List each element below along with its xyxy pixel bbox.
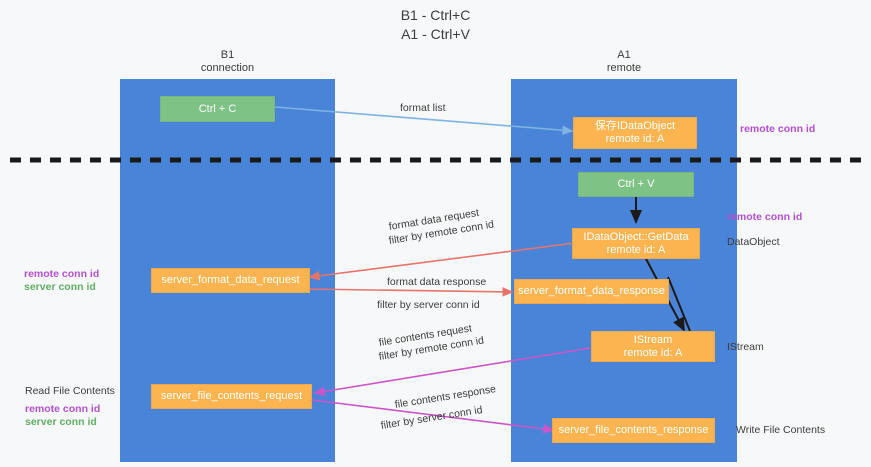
node-istream[interactable]: IStream remote id: A (591, 331, 715, 362)
edge-label-format-data-response-filter: filter by server conn id (377, 299, 480, 312)
annotation-right-write-file-contents: Write File Contents (736, 424, 826, 436)
node-server-format-data-request[interactable]: server_format_data_request (151, 268, 310, 293)
annotation-left-server-conn-id-2: server conn id (25, 416, 97, 428)
edge-format-data-response (304, 287, 514, 297)
filter-by-text-4: filter by (379, 414, 419, 432)
edge-label-format-data-response: format data response (387, 276, 487, 288)
node-ctrl-v[interactable]: Ctrl + V (578, 172, 694, 197)
swimlane-b1-header: B1 connection (200, 49, 255, 74)
annotation-left-remote-conn-id-2: remote conn id (25, 403, 101, 415)
node-server-file-contents-response-label: server_file_contents_response (558, 424, 709, 436)
node-server-file-contents-request[interactable]: server_file_contents_request (151, 384, 312, 409)
filter-key-server-conn-id-2: server conn id (416, 404, 484, 427)
node-ctrl-c[interactable]: Ctrl + C (160, 96, 275, 122)
node-server-format-data-response-label: server_format_data_response (518, 285, 665, 297)
filter-key-server-conn-id-1: server conn id (413, 299, 480, 311)
annotation-left-server-conn-id-1: server conn id (24, 281, 96, 293)
node-istream-line1: IStream (633, 333, 673, 346)
node-server-format-data-response[interactable]: server_format_data_response (514, 279, 669, 304)
node-getdata-line1: IDataObject::GetData (583, 230, 689, 243)
swimlane-a1-header: A1 remote (606, 49, 642, 74)
annotation-right-remote-conn-id-mid: remote conn id (727, 211, 803, 223)
node-ctrl-v-label: Ctrl + V (617, 178, 655, 190)
node-idataobject-line2: remote id: A (605, 133, 665, 145)
node-server-format-data-request-label: server_format_data_request (161, 274, 300, 286)
node-getdata-line2: remote id: A (606, 243, 666, 256)
node-getdata[interactable]: IDataObject::GetData remote id: A (572, 228, 700, 259)
node-server-file-contents-request-label: server_file_contents_request (160, 390, 303, 402)
node-server-file-contents-response[interactable]: server_file_contents_response (552, 418, 715, 443)
edge-label-format-list: format list (400, 102, 446, 114)
annotation-left-remote-conn-id-1: remote conn id (24, 268, 100, 280)
annotation-right-istream: IStream (727, 341, 764, 353)
annotation-left-read-file-contents: Read File Contents (25, 385, 115, 397)
diagram-title: B1 - Ctrl+C A1 - Ctrl+V (400, 7, 471, 42)
node-idataobject[interactable]: 保存IDataObject remote id: A (573, 117, 697, 149)
node-ctrl-c-label: Ctrl + C (198, 102, 237, 115)
annotation-right-remote-conn-id-top: remote conn id (740, 123, 816, 135)
annotation-right-dataobject: DataObject (727, 236, 780, 248)
node-istream-line2: remote id: A (623, 346, 683, 359)
filter-by-text-2: filter by (377, 299, 414, 311)
node-idataobject-line1: 保存IDataObject (594, 120, 676, 132)
